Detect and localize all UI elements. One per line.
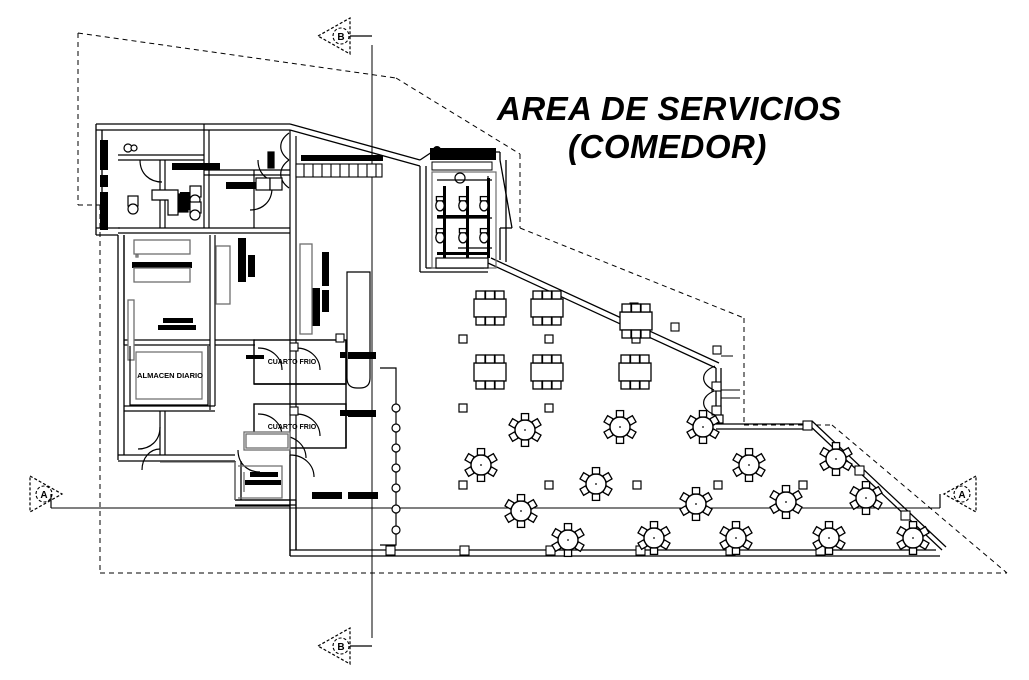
range-hood-band: [295, 155, 383, 178]
lower-service-rooms: [238, 431, 291, 499]
drawing-title-line-2: (COMEDOR): [568, 128, 767, 165]
lower-service-walls: [235, 455, 297, 556]
restroom-entry-counter: [430, 146, 496, 171]
lower-left-walls: [160, 461, 236, 500]
section-cut-lines: [51, 45, 940, 638]
property-setback-lines: [77, 32, 1008, 574]
window-sill-lines: [721, 355, 740, 399]
label-cuarto-frio-1: CUARTO FRIO: [268, 359, 317, 366]
office-furniture: [123, 143, 202, 221]
dining-hall-exterior-walls: [419, 151, 947, 551]
door-swings: [137, 132, 321, 478]
drawing-title-line-1: AREA DE SERVICIOS: [497, 90, 842, 127]
svg-text:A: A: [958, 490, 965, 501]
almacen-diario-room: [129, 346, 209, 406]
round-dining-tables: [464, 409, 930, 558]
svg-text:B: B: [337, 642, 344, 653]
section-marker-b-top: B: [316, 16, 372, 56]
double-door-right: [703, 365, 716, 416]
bar-service-counter: [255, 151, 489, 269]
service-shaft-column: [380, 367, 401, 546]
svg-text:A: A: [40, 490, 47, 501]
section-marker-a-right: A: [939, 474, 977, 514]
kitchen-counters: [127, 239, 313, 361]
prep-island: [346, 271, 371, 389]
restroom-partitions: [437, 178, 490, 258]
svg-text:B: B: [337, 32, 344, 43]
section-marker-b-bottom: B: [316, 626, 372, 666]
rectangular-dining-tables: [473, 290, 653, 390]
cuarto-frio-shelving: [348, 352, 376, 417]
label-almacen-diario: ALMACEN DIARIO: [137, 371, 203, 380]
cuarto-frio-column-marks: [289, 333, 345, 416]
cuarto-frio-rooms: [253, 339, 347, 449]
section-marker-a-left: A: [29, 474, 64, 514]
label-cuarto-frio-2: CUARTO FRIO: [268, 424, 317, 431]
kitchen-equipment-blocks: [100, 140, 378, 499]
